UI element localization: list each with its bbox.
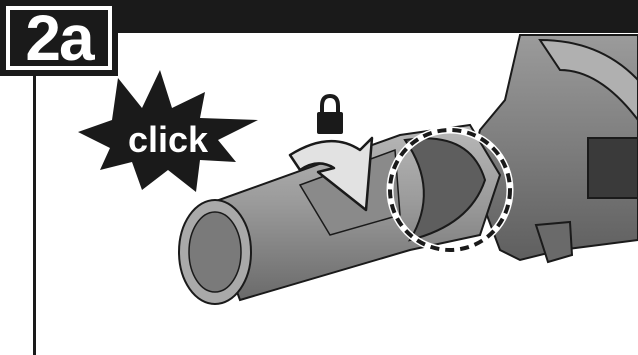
step-number: 2a xyxy=(25,2,92,74)
lock-icon xyxy=(317,96,343,134)
click-label: click xyxy=(128,119,209,160)
step-badge: 2a xyxy=(0,0,118,76)
click-burst: click xyxy=(78,70,258,192)
